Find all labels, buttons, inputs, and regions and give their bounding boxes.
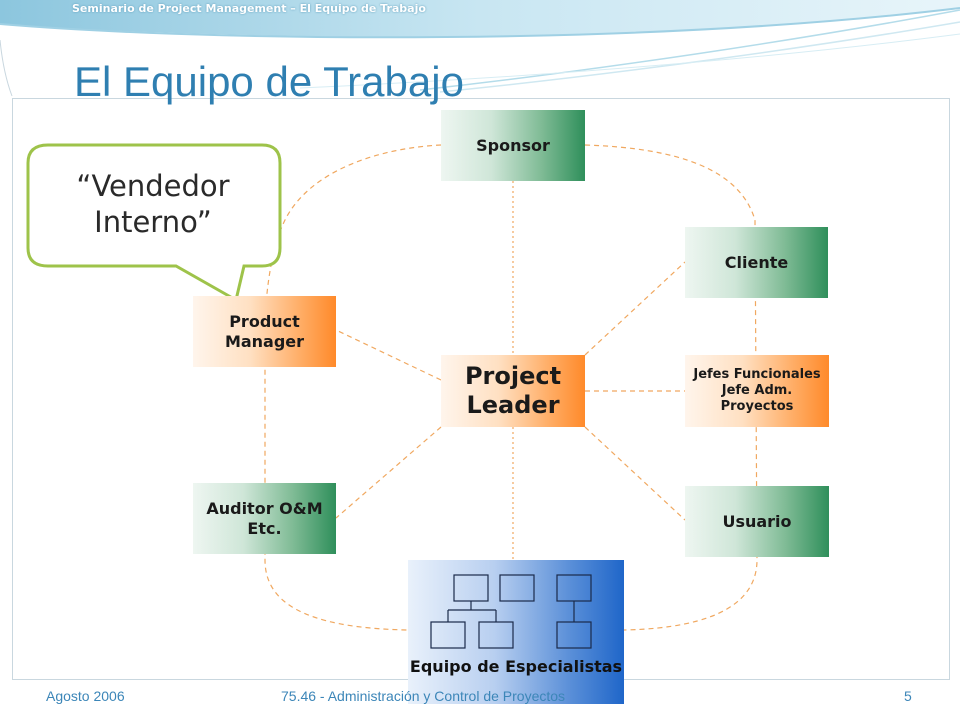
link-pl-cliente — [584, 261, 686, 356]
footer-date: Agosto 2006 — [46, 688, 125, 704]
org-chart-icon — [430, 574, 592, 649]
callout-text: “Vendedor Interno” — [76, 169, 230, 240]
outer-ring — [264, 144, 442, 631]
role-jefes-funcionales: Jefes Funcionales Jefe Adm. Proyectos — [685, 355, 829, 427]
role-sponsor: Sponsor — [441, 110, 585, 181]
role-product-manager: Product Manager — [193, 296, 336, 367]
link-pl-usuario — [584, 426, 686, 521]
header-swoosh-decoration — [0, 0, 960, 97]
role-cliente: Cliente — [685, 227, 828, 298]
role-usuario: Usuario — [685, 486, 829, 557]
link-pl-pm — [335, 329, 442, 381]
role-equipo-especialistas: Equipo de Especialistas — [408, 560, 624, 704]
footer-course: 75.46 - Administración y Control de Proy… — [281, 688, 565, 704]
role-project-leader: Project Leader — [441, 355, 585, 427]
slide-title: El Equipo de Trabajo — [74, 58, 464, 105]
role-auditor: Auditor O&M Etc. — [193, 483, 336, 554]
footer-page-number: 5 — [904, 688, 912, 704]
running-header: Seminario de Project Management – El Equ… — [72, 2, 426, 15]
equipo-label: Equipo de Especialistas — [409, 657, 623, 676]
